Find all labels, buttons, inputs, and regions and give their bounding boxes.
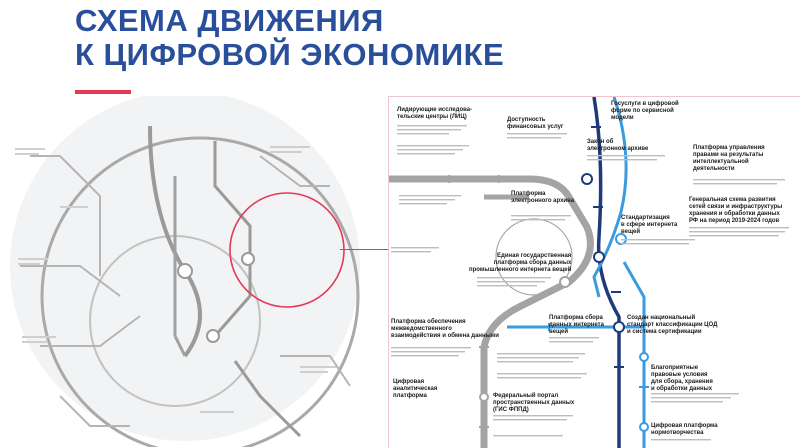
- overview-branch-1: [30, 155, 101, 276]
- overview-branch-4: [213, 141, 252, 337]
- label-rulemaking-platform: Цифровая платформа нормотворчества: [651, 423, 718, 436]
- label-e-archive-platform: Платформа электронного архива: [511, 191, 575, 204]
- title-line-1: СХЕМА ДВИЖЕНИЯ: [75, 3, 384, 38]
- label-research-centers: Лидирующие исследова- тельские центры (Л…: [397, 107, 473, 120]
- overview-map: [10, 96, 360, 447]
- dark-blue-ticks: [591, 126, 624, 368]
- zoom-connector-line: [340, 249, 390, 250]
- station-favorable: [639, 352, 649, 362]
- light-blue-ticks: [548, 323, 649, 388]
- station-iiot: [559, 276, 571, 288]
- overview-text-marks: [15, 146, 336, 413]
- label-analytics-platform: Цифровая аналитическая платформа: [393, 379, 438, 399]
- label-iot-standard: Стандартизация в сфере интернета вещей: [621, 215, 678, 235]
- overview-branch-6: [233, 360, 302, 438]
- overview-branch-7: [280, 355, 351, 387]
- label-state-services: Госуслуги в цифровой форме по сервисной …: [611, 101, 679, 121]
- overview-hub-2: [241, 252, 255, 266]
- detail-text-marks: [391, 125, 789, 441]
- overview-focus-circle: [229, 192, 345, 308]
- overview-branch-3: [40, 315, 141, 347]
- title-line-2: К ЦИФРОВОЙ ЭКОНОМИКЕ: [75, 37, 505, 72]
- label-favorable-conditions: Благоприятные правовые условия для сбора…: [651, 365, 713, 392]
- label-interagency-platform: Платформа обеспечения межведомственного …: [391, 319, 499, 339]
- label-rights-platform: Платформа управления правами на результа…: [693, 145, 765, 172]
- station-e-archive-law: [581, 173, 593, 185]
- station-iot-standard: [593, 251, 605, 263]
- light-blue-line-b: [622, 261, 646, 448]
- overview-ring-line: [40, 136, 360, 447]
- station-rulemaking: [639, 422, 649, 432]
- label-financial-services: Доступность финансовых услуг: [507, 117, 564, 130]
- station-national-standard: [613, 321, 625, 333]
- overview-branch-2: [20, 265, 121, 297]
- label-e-archive-law: Закон об электронном архиве: [587, 139, 649, 152]
- overview-hub-3: [206, 329, 220, 343]
- overview-hub-1: [177, 263, 193, 279]
- label-iiot-platform: Единая государственная платформа сбора д…: [469, 253, 572, 273]
- overview-branch-5: [259, 155, 330, 187]
- station-spatial: [479, 392, 489, 402]
- page-title: СХЕМА ДВИЖЕНИЯ К ЦИФРОВОЙ ЭКОНОМИКЕ: [75, 4, 504, 72]
- overview-branch-8: [59, 395, 130, 427]
- label-general-scheme: Генеральная схема развития сетей связи и…: [689, 197, 783, 224]
- overview-trunk-line: [173, 176, 187, 357]
- label-spatial-portal: Федеральный портал пространственных данн…: [493, 393, 575, 413]
- gray-ticks: [448, 175, 500, 428]
- dark-blue-line: [592, 97, 621, 448]
- detail-map: Лидирующие исследова- тельские центры (Л…: [388, 96, 800, 448]
- title-accent-bar: [75, 90, 131, 94]
- label-iot-data-platform: Платформа сбора данных интернета вещей: [549, 315, 604, 335]
- label-national-standard: Создан национальный стандарт классификац…: [627, 315, 718, 335]
- gray-line: [389, 175, 594, 448]
